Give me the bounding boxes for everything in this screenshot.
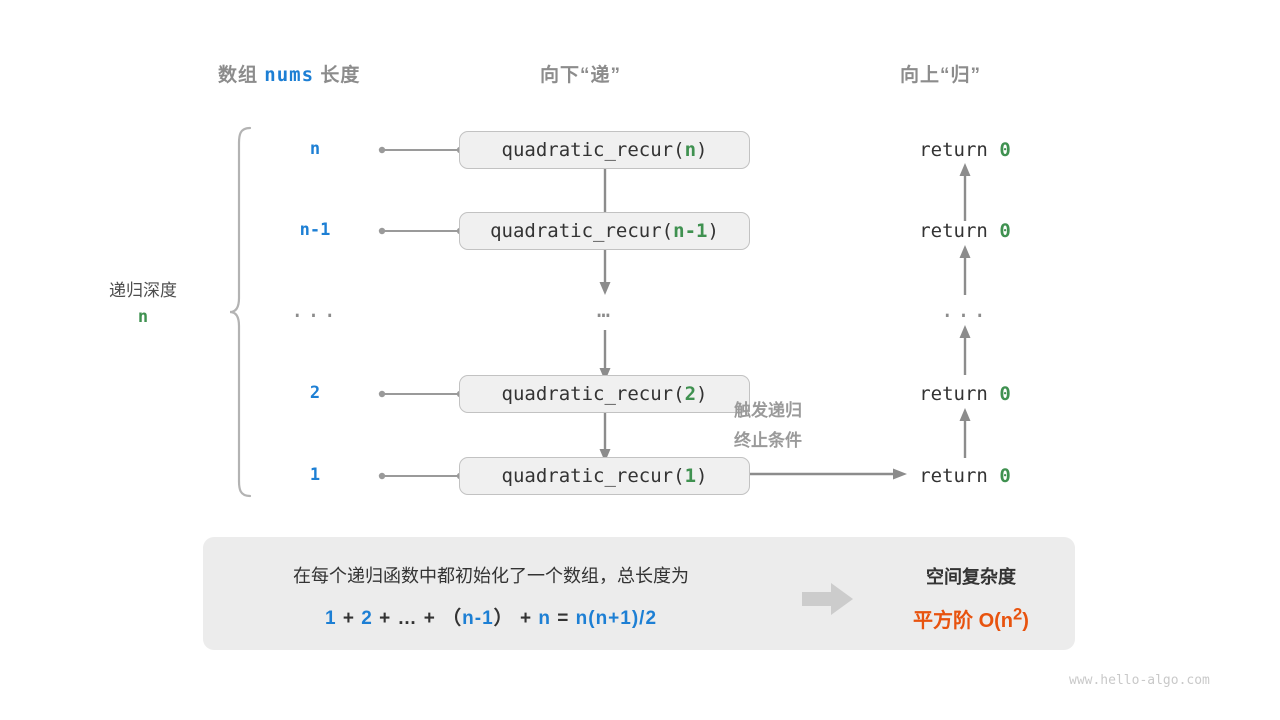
call-box-2-ellipsis: … (596, 298, 614, 323)
connector-3 (378, 386, 464, 402)
call-box-1-prefix: quadratic_recur( (490, 220, 674, 242)
formula-op-4: + (519, 608, 533, 629)
terminate-arrow (750, 466, 908, 487)
call-box-4[interactable]: quadratic_recur(1) (459, 457, 750, 495)
formula-term-1: 1 (324, 608, 337, 629)
call-box-4-prefix: quadratic_recur( (501, 465, 685, 487)
termination-annotation-line1: 触发递归 (734, 401, 802, 420)
termination-annotation-line2: 终止条件 (734, 430, 802, 450)
row-label-3: 2 (309, 383, 321, 403)
return-4-text: return (919, 465, 988, 487)
space-complexity-value: 平方阶 O(n2) (876, 604, 1066, 633)
call-box-4-suffix: ) (696, 465, 708, 487)
formula-term-4: n-1 (462, 608, 494, 629)
header-left-post: 长度 (320, 65, 361, 86)
column-header-array-length: 数组 nums 长度 (218, 60, 360, 87)
call-box-1[interactable]: quadratic_recur(n-1) (459, 212, 750, 250)
return-3-text: return (919, 383, 988, 405)
return-0: return 0 (865, 139, 1065, 161)
connector-4 (378, 468, 464, 484)
return-1: return 0 (865, 220, 1065, 242)
call-box-3-arg: 2 (684, 383, 697, 405)
formula-result: n(n+1)/2 (575, 608, 658, 629)
descend-arrow-3 (598, 413, 612, 463)
header-left-pre: 数组 (218, 65, 259, 86)
return-1-text: return (919, 220, 988, 242)
header-left-code: nums (264, 64, 315, 86)
space-complexity-tail: ) (1022, 610, 1029, 632)
formula-term-2: 2 (361, 608, 373, 629)
call-box-0-arg: n (684, 139, 697, 161)
column-header-ascend: 向上“归” (900, 65, 982, 86)
space-complexity-expr: O(n (978, 610, 1014, 632)
space-complexity-exponent: 2 (1013, 604, 1023, 624)
call-box-0-prefix: quadratic_recur( (501, 139, 685, 161)
return-0-text: return (919, 139, 988, 161)
summary-formula: 1 + 2 + … + （n-1） + n = n(n+1)/2 (203, 603, 779, 630)
call-box-0[interactable]: quadratic_recur(n) (459, 131, 750, 169)
formula-rparen: ） (493, 608, 514, 629)
connector-0 (378, 142, 464, 158)
call-box-1-suffix: ) (707, 220, 719, 242)
row-label-4: 1 (309, 465, 321, 485)
ascend-arrow-3 (958, 408, 972, 458)
recursion-depth-label: 递归深度 n (58, 278, 228, 331)
formula-op-2: + (379, 608, 392, 629)
ascend-arrow-1 (958, 245, 972, 295)
return-3: return 0 (865, 383, 1065, 405)
call-box-4-arg: 1 (684, 465, 697, 487)
return-1-value: 0 (999, 220, 1011, 242)
space-complexity-order: 平方阶 (913, 610, 974, 632)
watermark: www.hello-algo.com (1069, 673, 1210, 688)
summary-panel (203, 537, 1075, 650)
formula-ellipsis: … (397, 608, 418, 629)
call-box-1-arg: n-1 (673, 220, 708, 242)
formula-term-5: n (538, 608, 551, 629)
return-4: return 0 (865, 465, 1065, 487)
descend-arrow-1 (598, 250, 612, 296)
formula-equals: = (557, 608, 570, 629)
depth-brace (228, 126, 254, 498)
space-complexity-title: 空间复杂度 (926, 567, 1016, 587)
call-box-3-suffix: ) (696, 383, 708, 405)
call-box-0-suffix: ) (696, 139, 708, 161)
ascend-arrow-0 (958, 163, 972, 221)
formula-op-1: + (342, 608, 355, 629)
summary-description: 在每个递归函数中都初始化了一个数组，总长度为 (293, 566, 689, 586)
return-0-value: 0 (999, 139, 1011, 161)
column-header-descend: 向下“递” (540, 65, 622, 86)
formula-lparen: （ (442, 608, 463, 629)
recursion-depth-value: n (137, 307, 149, 328)
call-box-3[interactable]: quadratic_recur(2) (459, 375, 750, 413)
row-label-0: n (309, 139, 321, 159)
call-box-3-prefix: quadratic_recur( (501, 383, 685, 405)
descend-arrow-2 (598, 330, 612, 382)
implies-arrow-icon (802, 583, 854, 615)
ascend-arrow-2 (958, 325, 972, 375)
formula-op-3: + (423, 608, 436, 629)
return-2: ... (940, 298, 990, 323)
recursion-depth-text: 递归深度 (109, 281, 177, 300)
row-label-1: n-1 (299, 220, 331, 240)
connector-1 (378, 223, 464, 239)
row-label-2: ... (290, 298, 340, 323)
return-3-value: 0 (999, 383, 1011, 405)
return-4-value: 0 (999, 465, 1011, 487)
termination-annotation: 触发递归 终止条件 (678, 396, 858, 456)
